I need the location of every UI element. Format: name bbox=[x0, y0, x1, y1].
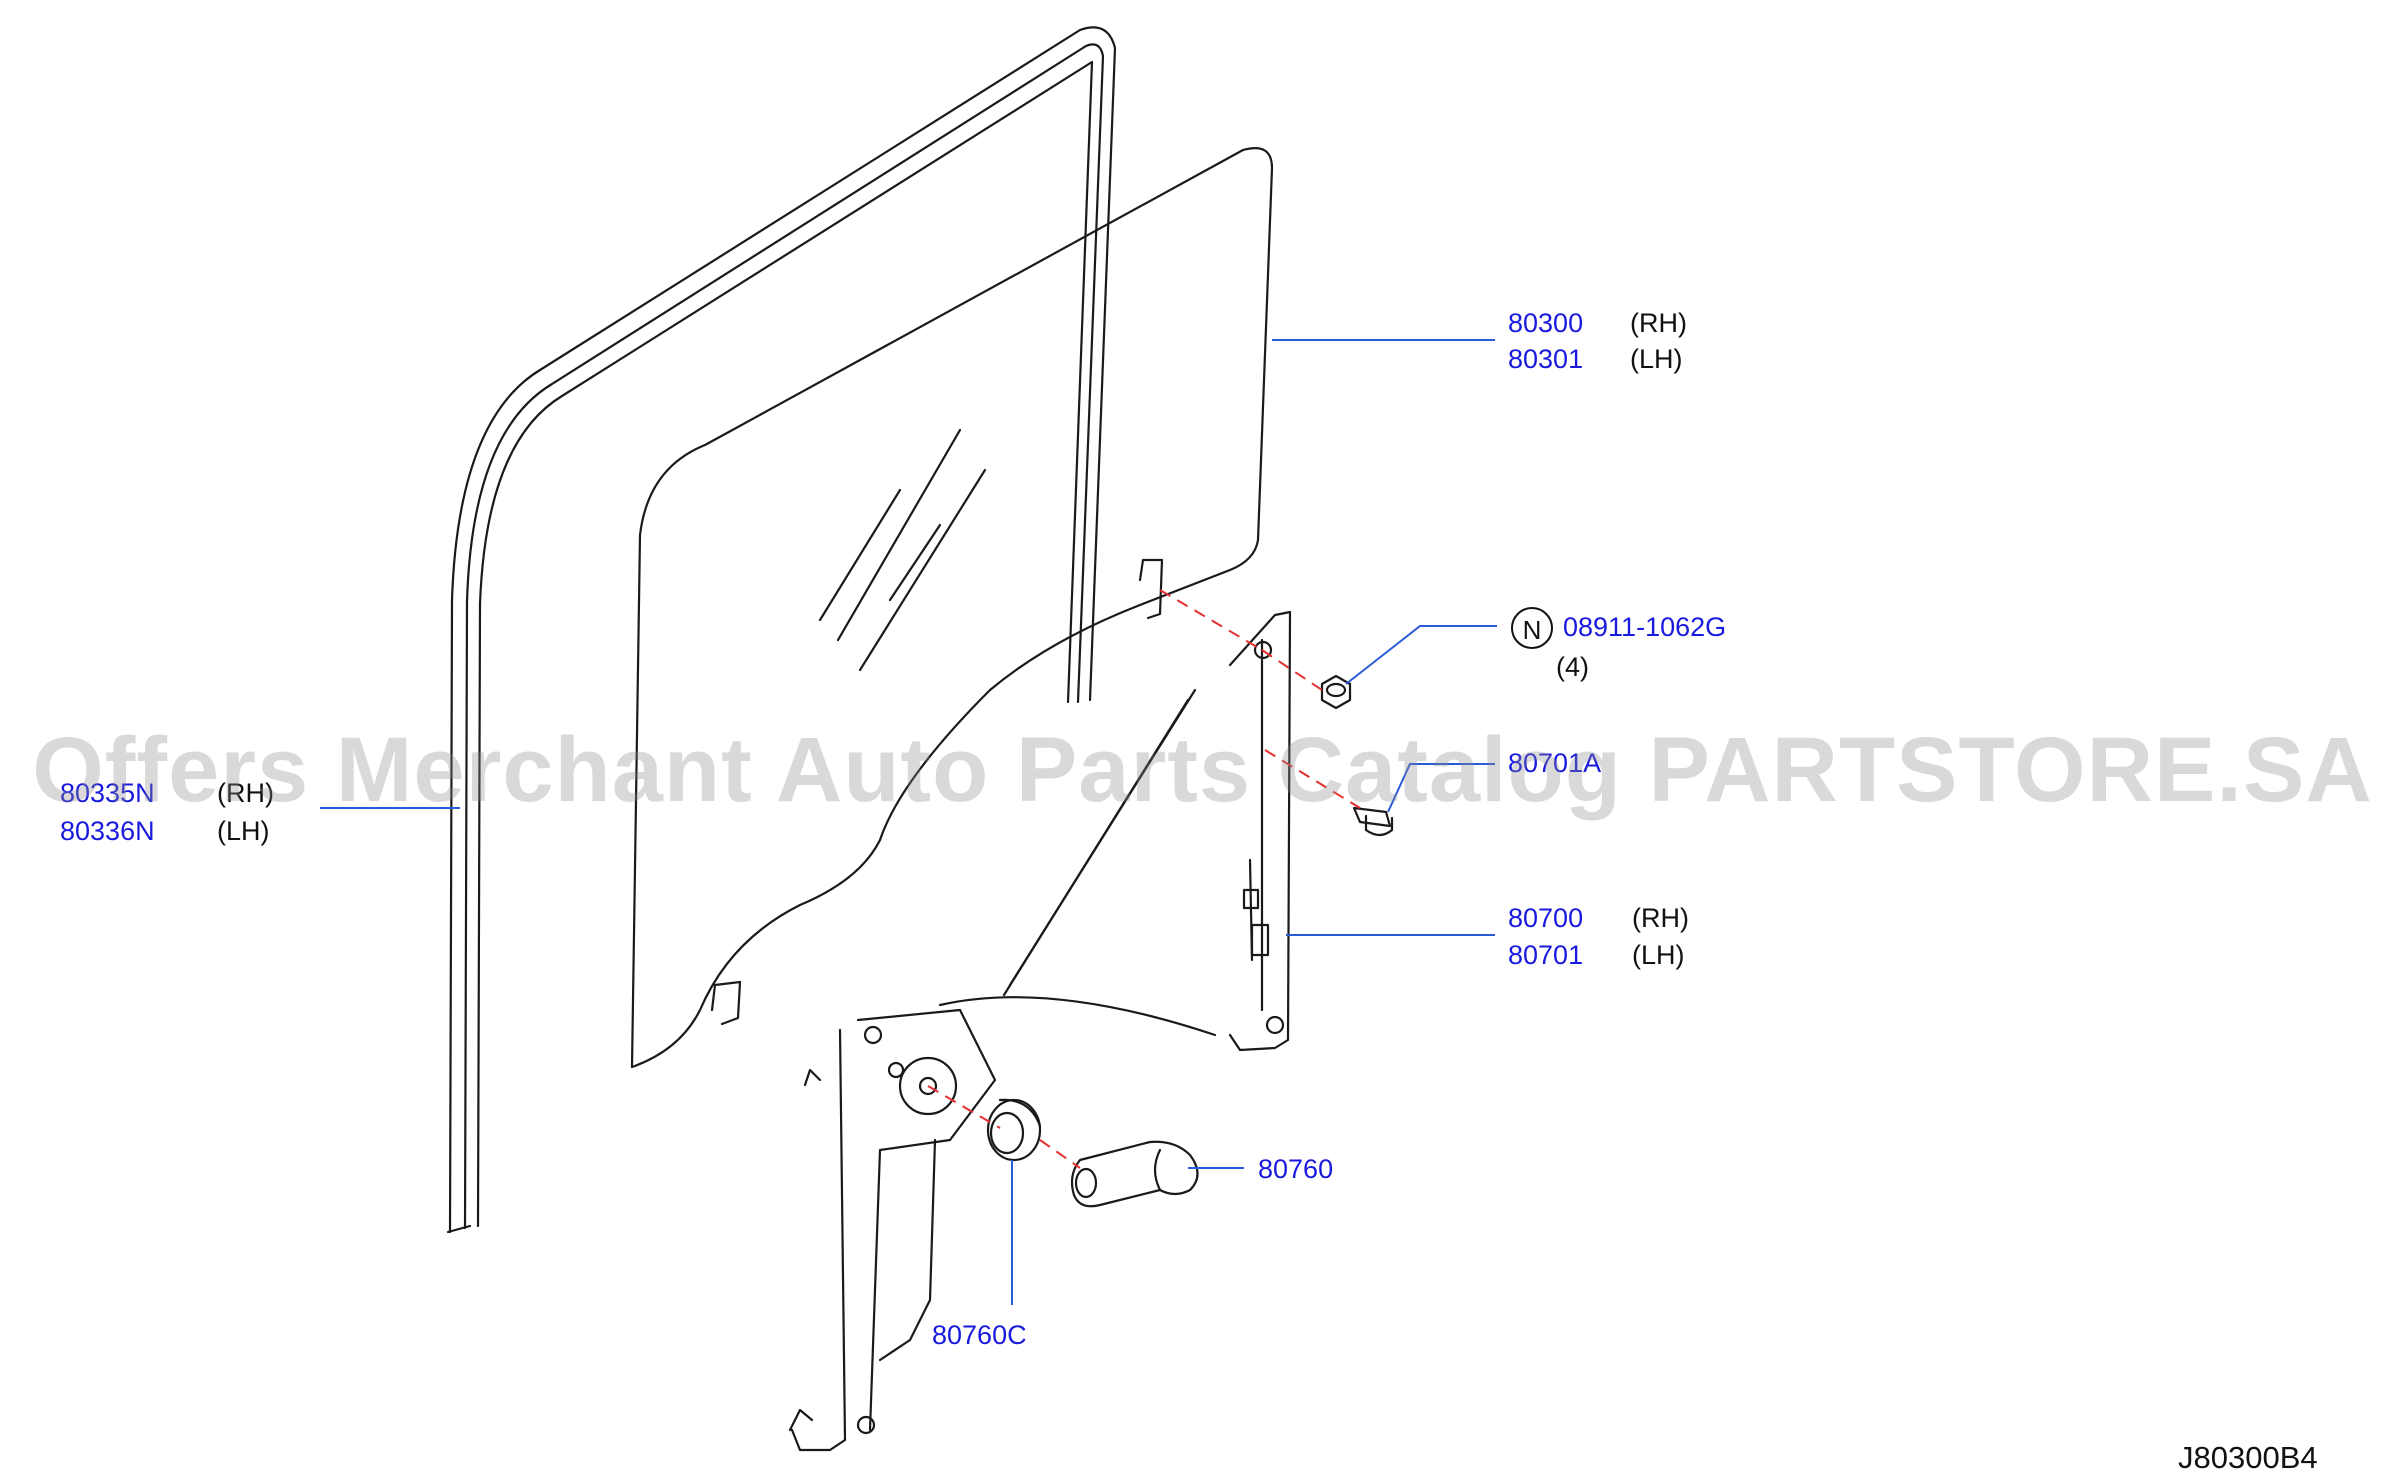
diagram-reference-code: J80300B4 bbox=[2178, 1440, 2318, 1475]
assembly-dashed-lines bbox=[927, 589, 1361, 1169]
side-lh-label: (LH) bbox=[1630, 344, 1683, 374]
side-rh-label: (RH) bbox=[217, 778, 274, 808]
part-number-80701A[interactable]: 80701A bbox=[1508, 748, 1602, 778]
part-number-80300[interactable]: 80300 bbox=[1508, 308, 1584, 338]
part-number-80336N[interactable]: 80336N bbox=[60, 816, 155, 846]
standard-part-marker: N bbox=[1511, 607, 1553, 649]
escutcheon-drawing bbox=[986, 1098, 1042, 1162]
part-number-80701[interactable]: 80701 bbox=[1508, 940, 1584, 970]
part-number-08911-1062G[interactable]: 08911-1062G bbox=[1563, 612, 1727, 642]
part-number-80700[interactable]: 80700 bbox=[1508, 903, 1584, 933]
side-lh-label: (LH) bbox=[1632, 940, 1685, 970]
side-lh-label: (LH) bbox=[217, 816, 270, 846]
door-glass-drawing bbox=[630, 147, 1274, 1069]
nut-drawing bbox=[1320, 674, 1352, 710]
side-rh-label: (RH) bbox=[1630, 308, 1687, 338]
part-number-80760[interactable]: 80760 bbox=[1258, 1154, 1334, 1184]
leader-lines bbox=[320, 339, 1497, 1305]
quantity-label: (4) bbox=[1556, 652, 1589, 682]
bolt-drawing bbox=[1352, 806, 1394, 837]
part-number-80335N[interactable]: 80335N bbox=[60, 778, 155, 808]
run-channel-drawing bbox=[446, 26, 1117, 1234]
part-number-80301[interactable]: 80301 bbox=[1508, 344, 1584, 374]
handle-drawing bbox=[1070, 1140, 1199, 1208]
watermark-text: Offers Merchant Auto Parts Catalog PARTS… bbox=[32, 719, 2373, 821]
regulator-drawing bbox=[788, 610, 1292, 1452]
part-number-80760C[interactable]: 80760C bbox=[932, 1320, 1027, 1350]
side-rh-label: (RH) bbox=[1632, 903, 1689, 933]
